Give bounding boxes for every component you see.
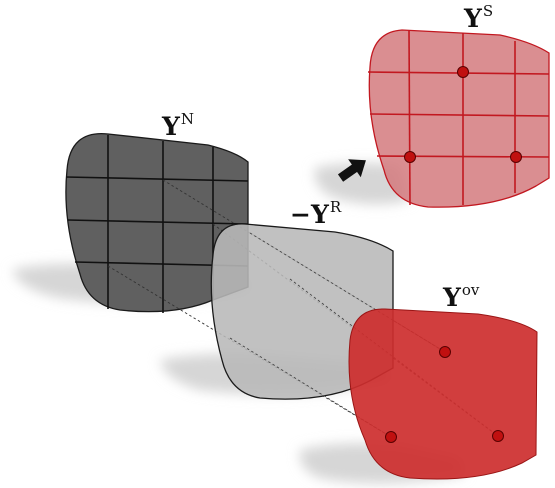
sheet-yov-dots [385, 346, 504, 443]
yov-dot [492, 430, 504, 442]
ys-dot [510, 151, 522, 163]
label-yn-base: Y [162, 112, 180, 141]
sheet-yov-surface [348, 308, 538, 480]
label-yr-sign: − [290, 200, 311, 229]
sheet-yn-grid [65, 135, 249, 313]
sheet-ys-surface [368, 29, 550, 208]
label-yr-base: Y [310, 200, 329, 229]
sheet-ys-dots [404, 66, 522, 163]
label-ys-base: Y [464, 4, 482, 33]
sheet-yov [348, 308, 538, 480]
label-yn: YN [162, 110, 194, 141]
ys-dot [404, 151, 416, 163]
ys-dot [457, 66, 469, 78]
label-ys: YS [464, 2, 494, 33]
yov-dot [385, 431, 397, 443]
sheet-ys [367, 29, 550, 208]
yov-dot [439, 346, 451, 358]
label-yov: Yov [443, 281, 480, 312]
arrow-icon [337, 159, 366, 182]
label-ys-sup: S [482, 2, 494, 20]
sheet-yn [65, 133, 249, 313]
label-yov-base: Y [443, 283, 461, 312]
label-yov-sup: ov [461, 281, 480, 299]
label-yr-sup: R [329, 198, 342, 216]
label-yr: −YR [290, 198, 342, 229]
label-yn-sup: N [180, 110, 194, 128]
